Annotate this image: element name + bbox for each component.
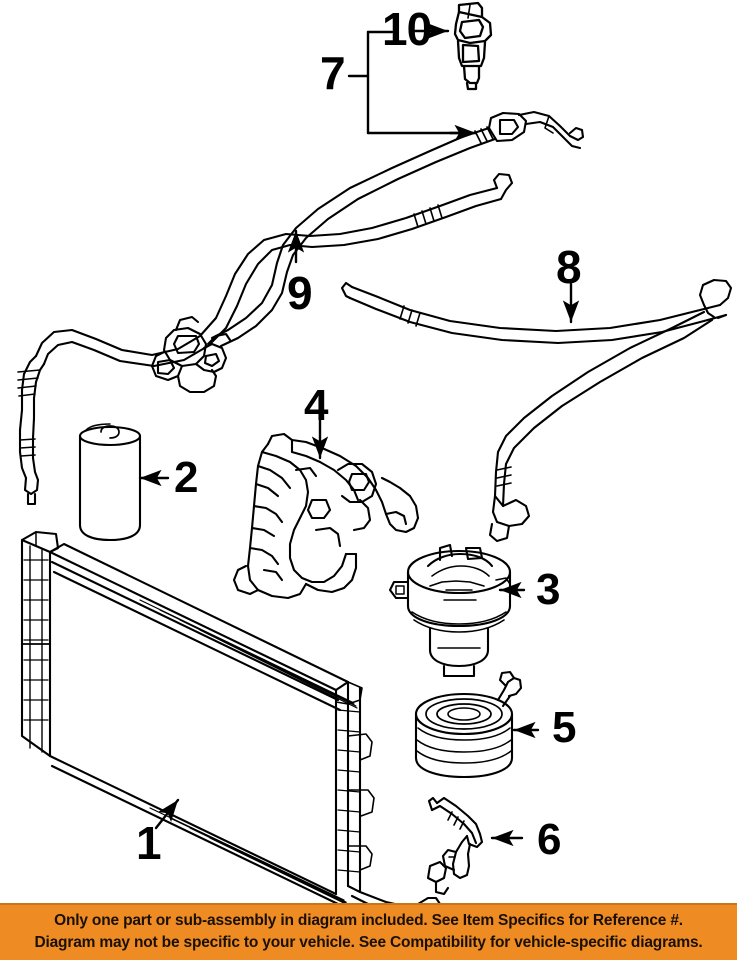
part-left-service-lines xyxy=(17,354,46,506)
part-suction-hose-assembly xyxy=(210,110,585,348)
callout-number-7: 7 xyxy=(320,47,346,99)
disclaimer-banner: Only one part or sub-assembly in diagram… xyxy=(0,903,737,960)
callout-number-1: 1 xyxy=(136,817,162,869)
disclaimer-line-1: Only one part or sub-assembly in diagram… xyxy=(54,912,683,929)
callout-number-4: 4 xyxy=(304,381,328,430)
part-liquid-line-fitting xyxy=(427,796,484,880)
callout-number-3: 3 xyxy=(536,565,560,614)
part-compressor-bracket xyxy=(232,432,420,600)
part-discharge-hose xyxy=(340,278,733,543)
part-accumulator-drier xyxy=(78,423,142,542)
disclaimer-line-2: Diagram may not be specific to your vehi… xyxy=(34,934,703,951)
callout-number-10: 10 xyxy=(382,3,432,55)
part-manifold-block xyxy=(150,315,232,394)
callout-number-9: 9 xyxy=(287,267,313,319)
part-suction-line xyxy=(34,172,514,368)
part-pressure-switch xyxy=(453,1,493,91)
part-condenser-lower-bracket xyxy=(426,860,450,896)
callout-number-6: 6 xyxy=(537,815,561,864)
callout-number-2: 2 xyxy=(174,453,198,502)
callout-1-leader xyxy=(154,798,180,830)
part-condenser xyxy=(20,530,442,918)
part-compressor xyxy=(388,543,512,678)
callout-number-5: 5 xyxy=(552,703,576,752)
callout-number-8: 8 xyxy=(556,241,582,293)
part-clutch-coil xyxy=(414,670,523,779)
